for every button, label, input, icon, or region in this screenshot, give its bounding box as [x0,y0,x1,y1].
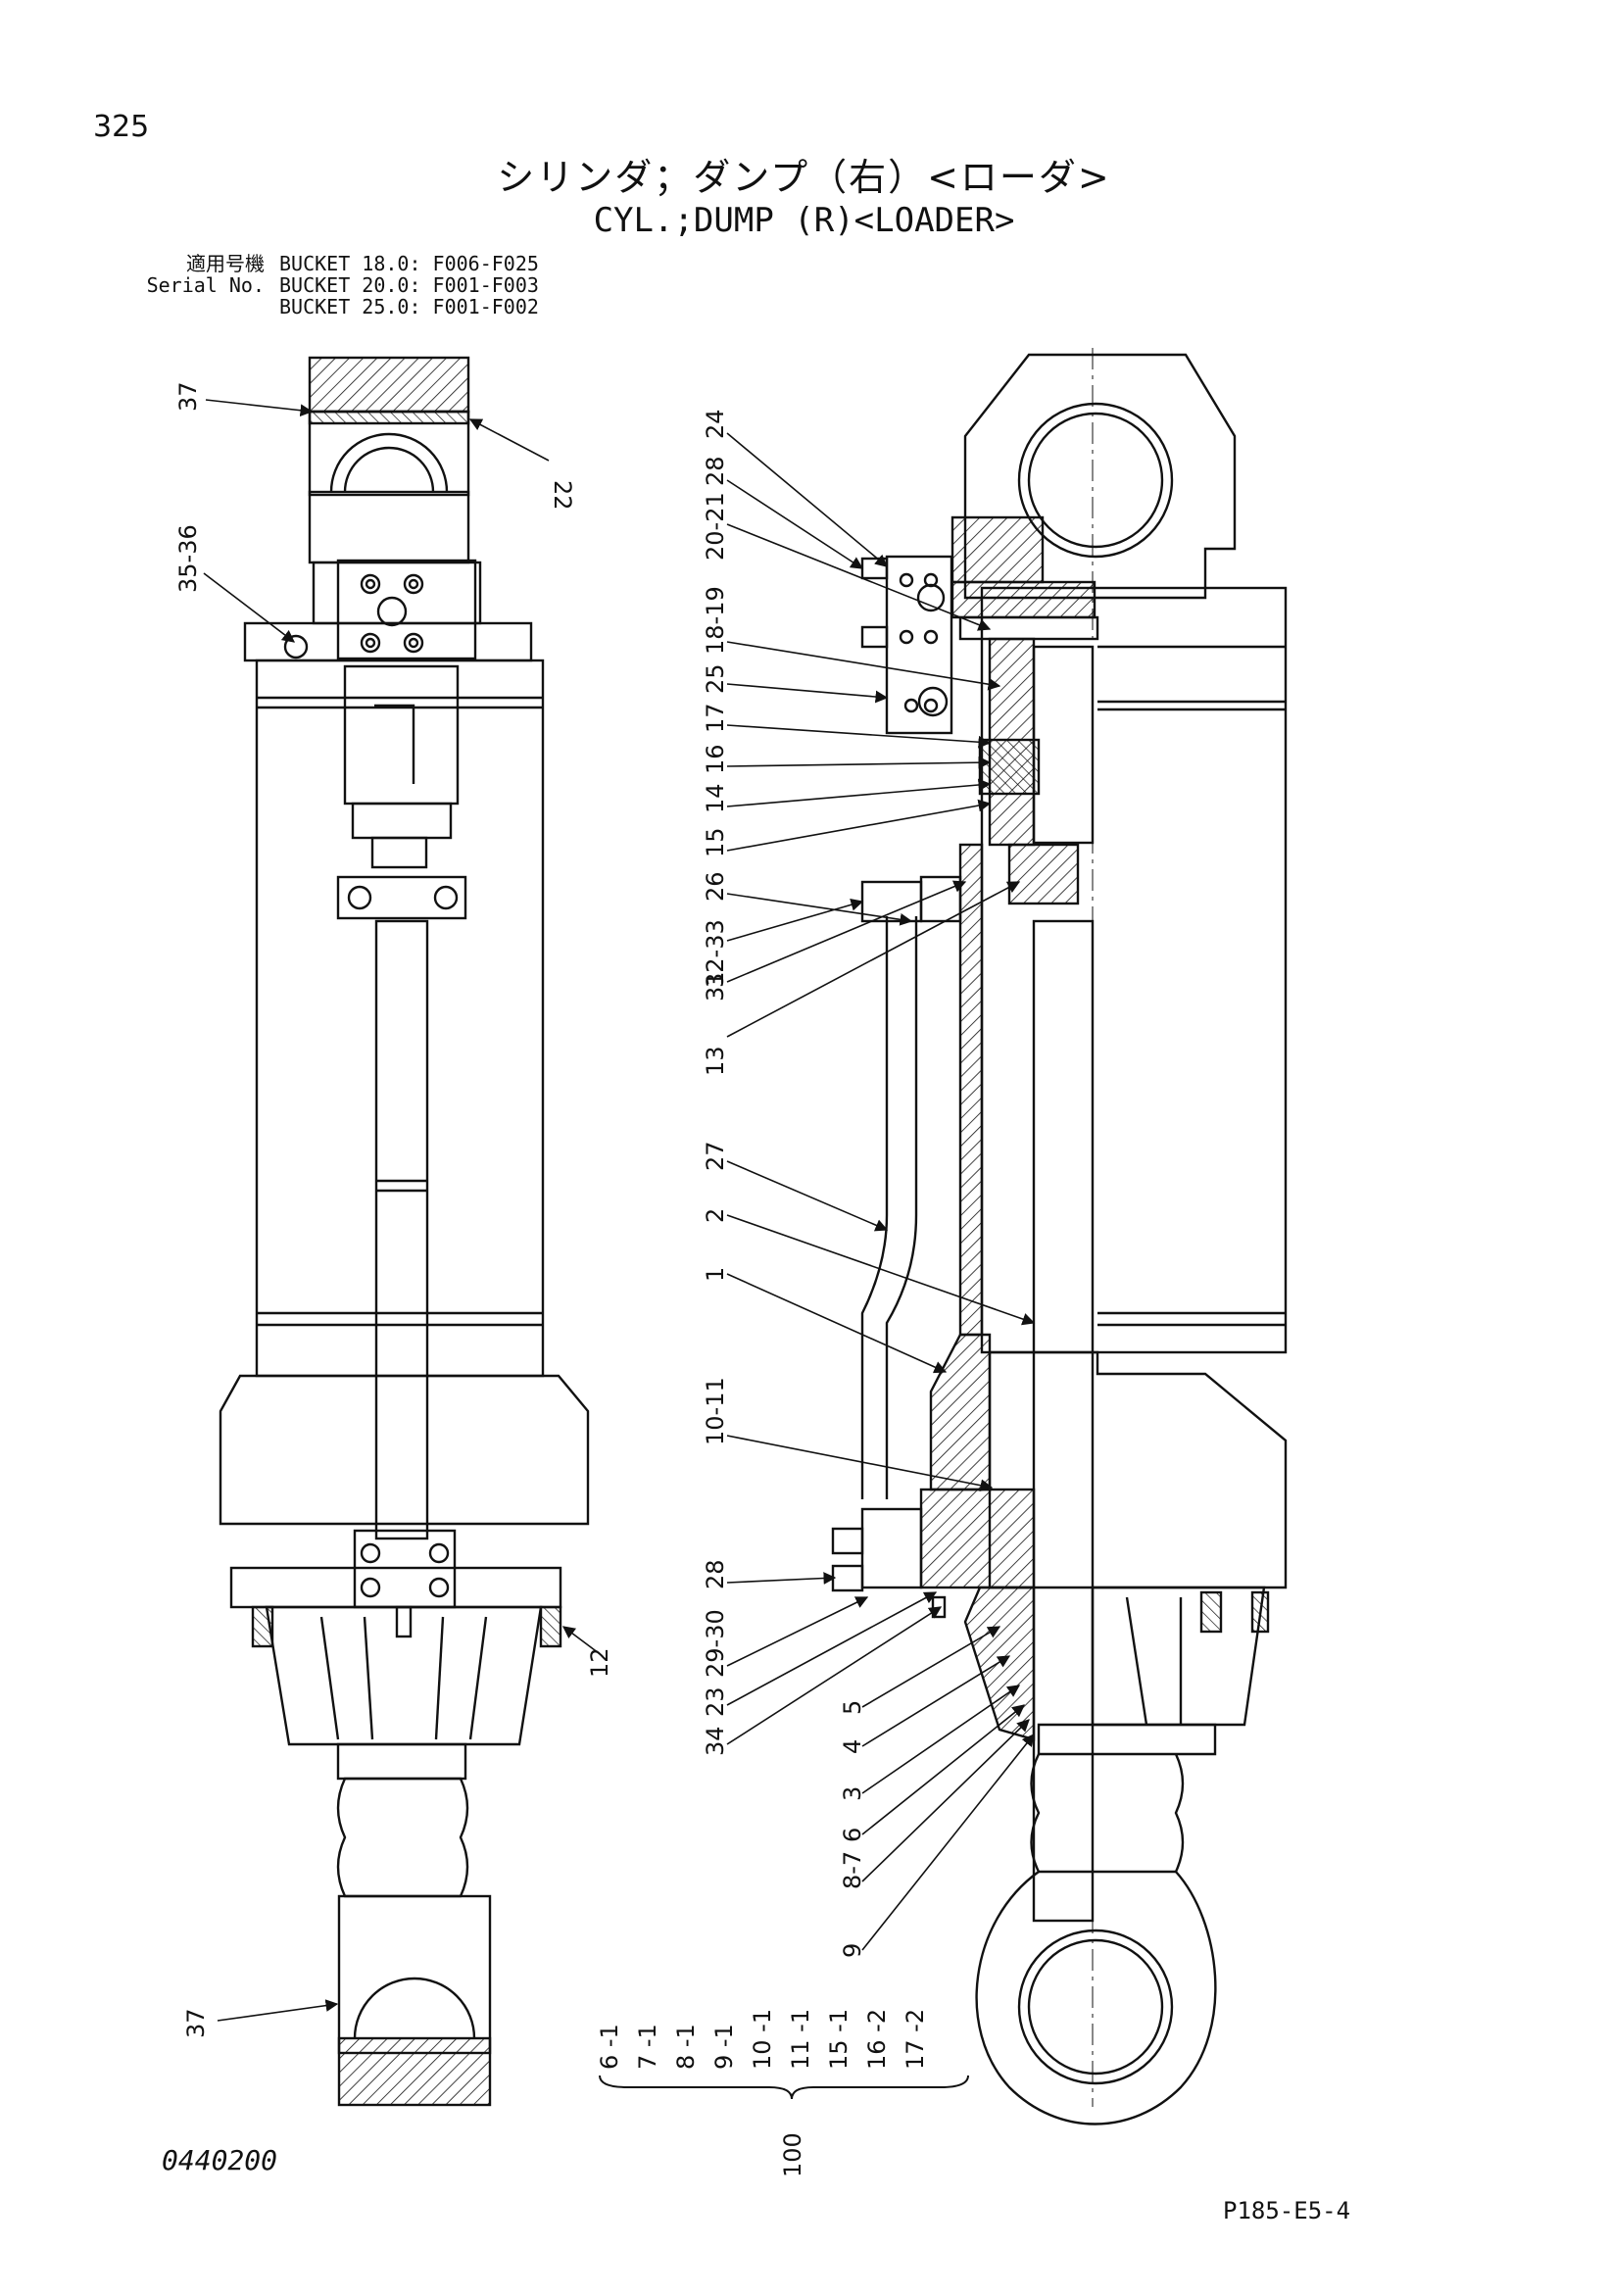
leader-lines [203,399,1036,2022]
callout-right: 20-21 [702,492,729,561]
callout-right: 32-33 [702,919,729,988]
callout-right: 23 [702,1686,729,1717]
rod-neck [336,1742,467,1781]
kit-item: 8 -1 [672,2024,700,2070]
kit-item: 16 -2 [863,2009,891,2070]
wiper-ring-right-view [1199,1590,1223,1634]
kit-item: 9 -1 [710,2024,738,2070]
right-view [831,348,1288,2125]
pipe-clamp [336,875,467,920]
clevis-section [950,515,1045,584]
kit-list: 6 -1 7 -1 8 -1 9 -1 10 -1 11 -1 15 -1 16 -2 17 -… [596,2009,929,2070]
hose [860,916,889,1499]
callout-right: 14 [702,783,729,813]
bottom-bushing-block [337,2036,492,2107]
callout-right: 17 [702,703,729,733]
document-code: 0440200 [162,2144,278,2176]
callout-right: 18-19 [702,586,729,655]
callout-right: 31 [702,971,729,1001]
pipe [374,919,429,1540]
callout-right: 2 [702,1208,729,1223]
callout-left: 35-36 [174,524,202,593]
callout-right: 1 [702,1267,729,1282]
title-english: CYL.;DUMP (R)<LOADER> [593,201,1015,240]
left-view [219,356,590,2107]
kit-item: 7 -1 [634,2024,661,2070]
top-clevis-block [308,356,470,414]
callout-right: 8-7 [839,1851,866,1889]
callout-right: 3 [839,1786,866,1801]
page-code: P185-E5-4 [1223,2197,1351,2224]
head-flange-section [919,1488,1036,1589]
callout-left: 37 [182,2008,210,2038]
callout-right: 29-30 [702,1609,729,1678]
wiper-ring-right [539,1605,562,1648]
cylinder-tube [255,659,545,1378]
kit-item: 10 -1 [749,2009,776,2070]
callout-right: 25 [702,663,729,694]
rod-eye-outline [975,1871,1217,2125]
callout-left: 37 [174,381,202,412]
kit-item: 17 -2 [901,2009,929,2070]
serial-row: BUCKET 18.0: F006-F025 [279,252,539,275]
callout-right: 10-11 [702,1377,729,1445]
serial-label-block: 適用号機 Serial No. [93,253,265,296]
serial-label-jp: 適用号機 [186,252,265,275]
kit-item: 11 -1 [787,2009,814,2070]
kit-total: 100 [779,2132,806,2177]
callout-right: 13 [702,1046,729,1076]
callout-right: 26 [702,871,729,902]
serial-row: BUCKET 25.0: F001-F002 [279,295,539,318]
callout-right: 24 [702,409,729,439]
tube-wall-section [958,843,984,1337]
callout-right: 27 [702,1141,729,1171]
piston-nut-section [1007,843,1080,905]
callout-right: 9 [839,1943,866,1958]
serial-rows: BUCKET 18.0: F006-F025 BUCKET 20.0: F001… [279,253,539,318]
callout-right: 16 [702,744,729,774]
top-bushing-band [308,410,470,425]
title-japanese: シリンダ；ダンプ（右）<ローダ> [497,156,1111,199]
hose-fitting [343,664,460,806]
callout-right: 6 [839,1828,866,1842]
kit-item: 15 -1 [825,2009,853,2070]
kit-item: 6 -1 [596,2024,623,2070]
callout-right: 34 [702,1726,729,1756]
page-number: 325 [93,110,150,144]
callout-right: 5 [839,1700,866,1715]
callout-right: 28 [702,456,729,486]
callout-left: 22 [549,480,576,511]
gland-bottom-section [963,1586,1036,1741]
wiper-ring-left [251,1605,274,1648]
head-section [929,1333,992,1491]
kit-brace [599,2075,969,2100]
tube-outer [980,586,1288,1354]
callout-left: 12 [586,1647,613,1678]
top-port-block [336,559,477,660]
left-callouts: 37 22 35-36 12 37 [174,381,613,2038]
callout-right: 28 [702,1559,729,1589]
callout-right: 15 [702,827,729,857]
callout-right: 4 [839,1739,866,1754]
serial-label-en: Serial No. [146,273,265,297]
rod [1032,919,1095,1923]
serial-row: BUCKET 20.0: F001-F003 [279,273,539,297]
rod-eye [337,1894,492,2055]
